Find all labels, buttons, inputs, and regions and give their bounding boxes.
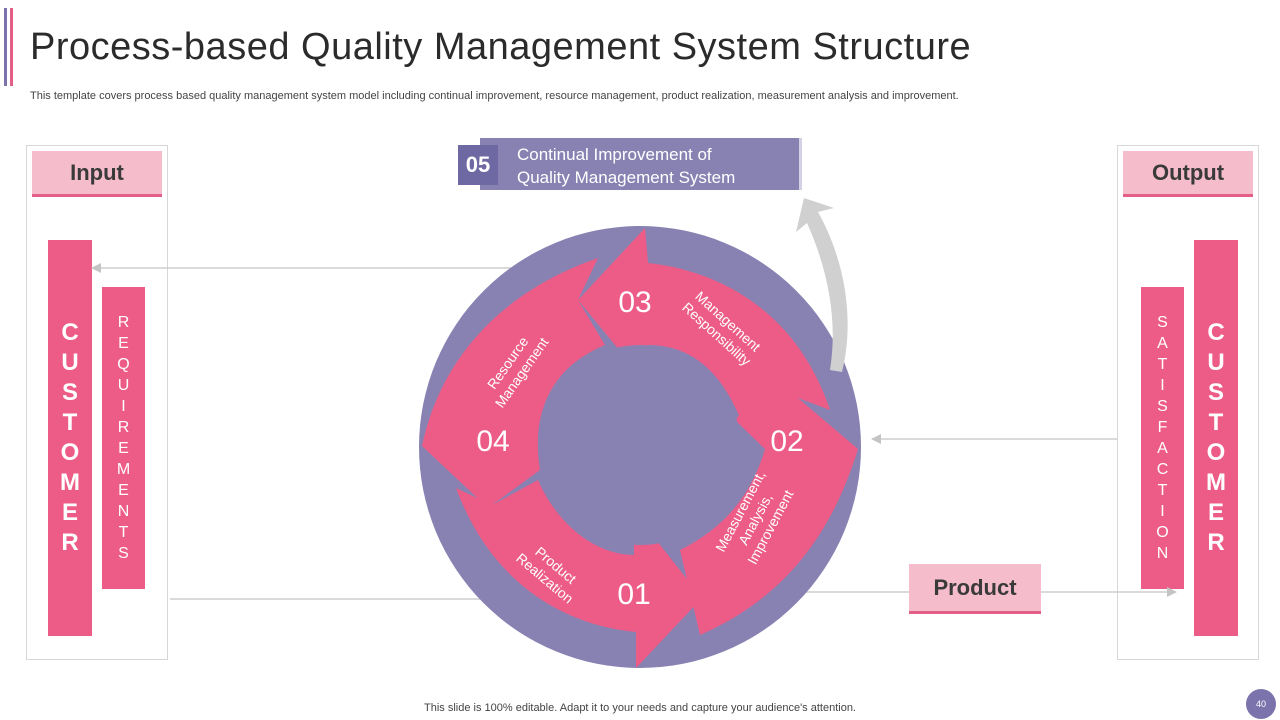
page-title: Process-based Quality Management System … bbox=[30, 26, 972, 68]
page-number-badge: 40 bbox=[1246, 689, 1276, 719]
input-customer-letter: R bbox=[61, 529, 79, 556]
page-subtitle: This template covers process based quali… bbox=[30, 90, 959, 102]
input-requirements-letter: I bbox=[121, 397, 126, 415]
input-customer-letter: S bbox=[61, 379, 78, 406]
step-05-box bbox=[480, 138, 802, 190]
output-customer-letter: E bbox=[1207, 499, 1224, 526]
output-customer-letter: O bbox=[1206, 439, 1226, 466]
continual-improvement-arrow bbox=[796, 198, 848, 372]
output-customer-letter: C bbox=[1207, 319, 1225, 346]
input-requirements-letter: E bbox=[118, 334, 129, 352]
cycle-inner-circle bbox=[540, 345, 740, 545]
input-customer-letter: T bbox=[62, 409, 78, 436]
step-05-line1: Continual Improvement of bbox=[517, 145, 712, 164]
input-customer-letter: O bbox=[60, 439, 80, 466]
output-panel bbox=[1117, 145, 1259, 660]
input-customer-letter: M bbox=[60, 469, 80, 496]
output-customer-letter: M bbox=[1206, 469, 1226, 496]
output-satisfaction-letter: A bbox=[1157, 439, 1168, 457]
output-customer-letter: S bbox=[1207, 379, 1224, 406]
input-requirements-letter: U bbox=[117, 376, 130, 394]
output-customer-letter: T bbox=[1208, 409, 1224, 436]
step-05-text: Continual Improvement of Quality Managem… bbox=[517, 143, 797, 189]
input-header: Input bbox=[32, 151, 162, 197]
product-box: Product bbox=[909, 564, 1041, 614]
output-satisfaction-letter: I bbox=[1160, 502, 1165, 520]
output-satisfaction-letter: N bbox=[1156, 544, 1169, 562]
output-customer-letter: R bbox=[1207, 529, 1225, 556]
footer-note: This slide is 100% editable. Adapt it to… bbox=[424, 702, 856, 714]
input-requirements-letter: Q bbox=[117, 355, 130, 373]
input-customer-letter: U bbox=[61, 349, 79, 376]
step-05-number: 05 bbox=[458, 145, 498, 185]
input-requirements-letter: E bbox=[118, 481, 129, 499]
output-satisfaction-letter: I bbox=[1160, 376, 1165, 394]
output-satisfaction-letter: S bbox=[1157, 397, 1168, 415]
input-requirements-letter: E bbox=[118, 439, 129, 457]
cycle-number-02: 02 bbox=[770, 425, 803, 458]
output-satisfaction-letter: O bbox=[1156, 523, 1169, 541]
cycle-segment-02 bbox=[680, 387, 858, 635]
input-requirements-letter: R bbox=[117, 313, 130, 331]
input-requirements-letter: S bbox=[118, 544, 129, 562]
output-satisfaction-letter: A bbox=[1157, 334, 1168, 352]
input-customer-letter: E bbox=[61, 499, 78, 526]
input-requirements-letter: M bbox=[116, 460, 131, 478]
output-satisfaction-letter: T bbox=[1157, 355, 1168, 373]
cycle-number-04: 04 bbox=[476, 425, 509, 458]
input-customer-letter: C bbox=[61, 319, 79, 346]
output-customer-letter: U bbox=[1207, 349, 1225, 376]
output-satisfaction-letter: F bbox=[1157, 418, 1168, 436]
cycle-number-01: 01 bbox=[617, 578, 650, 611]
output-satisfaction-letter: C bbox=[1156, 460, 1169, 478]
input-panel bbox=[26, 145, 168, 660]
output-satisfaction-letter: T bbox=[1157, 481, 1168, 499]
input-requirements-letter: N bbox=[117, 502, 130, 520]
output-header: Output bbox=[1123, 151, 1253, 197]
output-satisfaction-letter: S bbox=[1157, 313, 1168, 331]
title-accent-bars bbox=[4, 8, 16, 86]
cycle-number-03: 03 bbox=[618, 286, 651, 319]
cycle-segment-04 bbox=[422, 258, 605, 508]
input-requirements-letter: R bbox=[117, 418, 130, 436]
input-requirements-letter: T bbox=[118, 523, 129, 541]
step-05-line2: Quality Management System bbox=[517, 168, 736, 187]
